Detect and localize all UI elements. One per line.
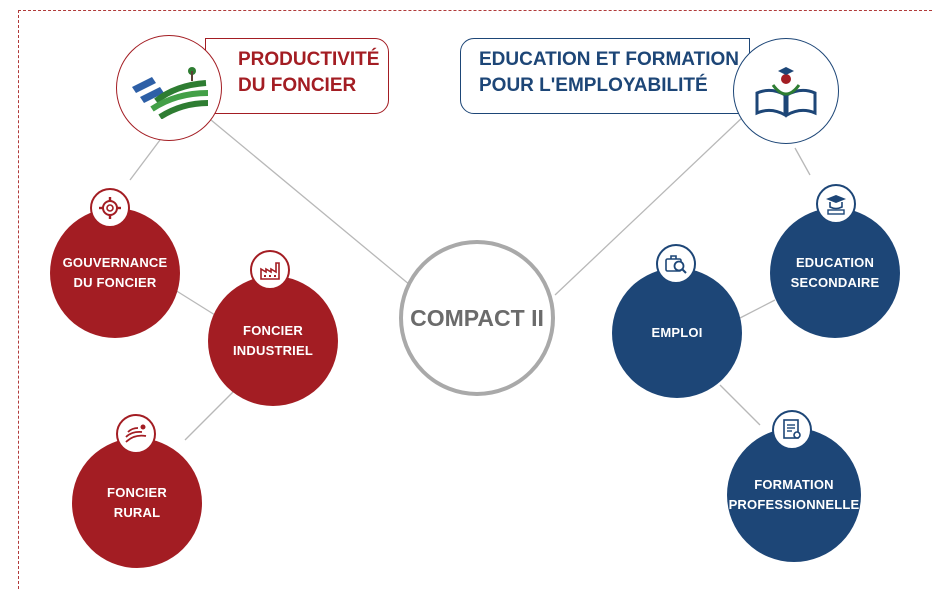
field-icon [116,414,156,454]
right-pillar-title-line2: POUR L'EMPLOYABILITÉ [479,75,708,96]
node-education-secondaire: EDUCATION SECONDAIRE [770,208,900,338]
connector-left-hub-gouvernance [129,139,161,181]
node-formation-line2: PROFESSIONNELLE [728,497,860,512]
connector-right-hub-secondaire [794,147,811,176]
connector-right-hub-center [554,114,746,296]
graduate-icon [816,184,856,224]
node-emploi-line1: EMPLOI [651,324,703,340]
connector-left-hub-center [204,114,411,286]
job-search-icon [656,244,696,284]
node-rural-line1: FONCIER [107,484,167,500]
farmland-icon [116,35,222,141]
left-pillar-title-line2: DU FONCIER [238,75,357,96]
connector-industriel-rural [184,384,241,441]
connector-emploi-formation [719,384,761,426]
left-pillar-title-line1: PRODUCTIVITÉ [238,49,380,70]
solar-panels [132,77,164,103]
certificate-icon [772,410,812,450]
node-formation-professionnelle: FORMATION PROFESSIONNELLE [727,428,861,562]
connector-gouvernance-industriel [174,289,216,316]
right-pillar-title: EDUCATION ET FORMATION POUR L'EMPLOYABIL… [460,38,750,114]
gear-icon [90,188,130,228]
right-pillar-title-line1: EDUCATION ET FORMATION [479,49,739,70]
left-pillar-title: PRODUCTIVITÉ DU FONCIER [205,38,389,114]
node-secondaire-line1: EDUCATION [795,254,875,270]
connector-emploi-secondaire [739,299,776,319]
frame-left-border [18,10,19,589]
node-industriel-line1: FONCIER [243,322,303,338]
factory-icon [250,250,290,290]
node-foncier-industriel: FONCIER INDUSTRIEL [208,276,338,406]
node-industriel-line2: INDUSTRIEL [233,343,313,358]
open-book-icon [733,38,839,144]
frame-top-border [18,10,932,11]
node-formation-line1: FORMATION [754,476,834,492]
center-label: COMPACT II [410,304,544,331]
node-secondaire-line2: SECONDAIRE [790,275,880,290]
node-gouvernance-du-foncier: GOUVERNANCE DU FONCIER [50,208,180,338]
node-gouvernance-line1: GOUVERNANCE [62,254,168,270]
center-node: COMPACT II [399,240,555,396]
node-foncier-rural: FONCIER RURAL [72,438,202,568]
node-gouvernance-line2: DU FONCIER [73,275,157,290]
node-emploi: EMPLOI [612,268,742,398]
node-rural-line2: RURAL [113,505,161,520]
